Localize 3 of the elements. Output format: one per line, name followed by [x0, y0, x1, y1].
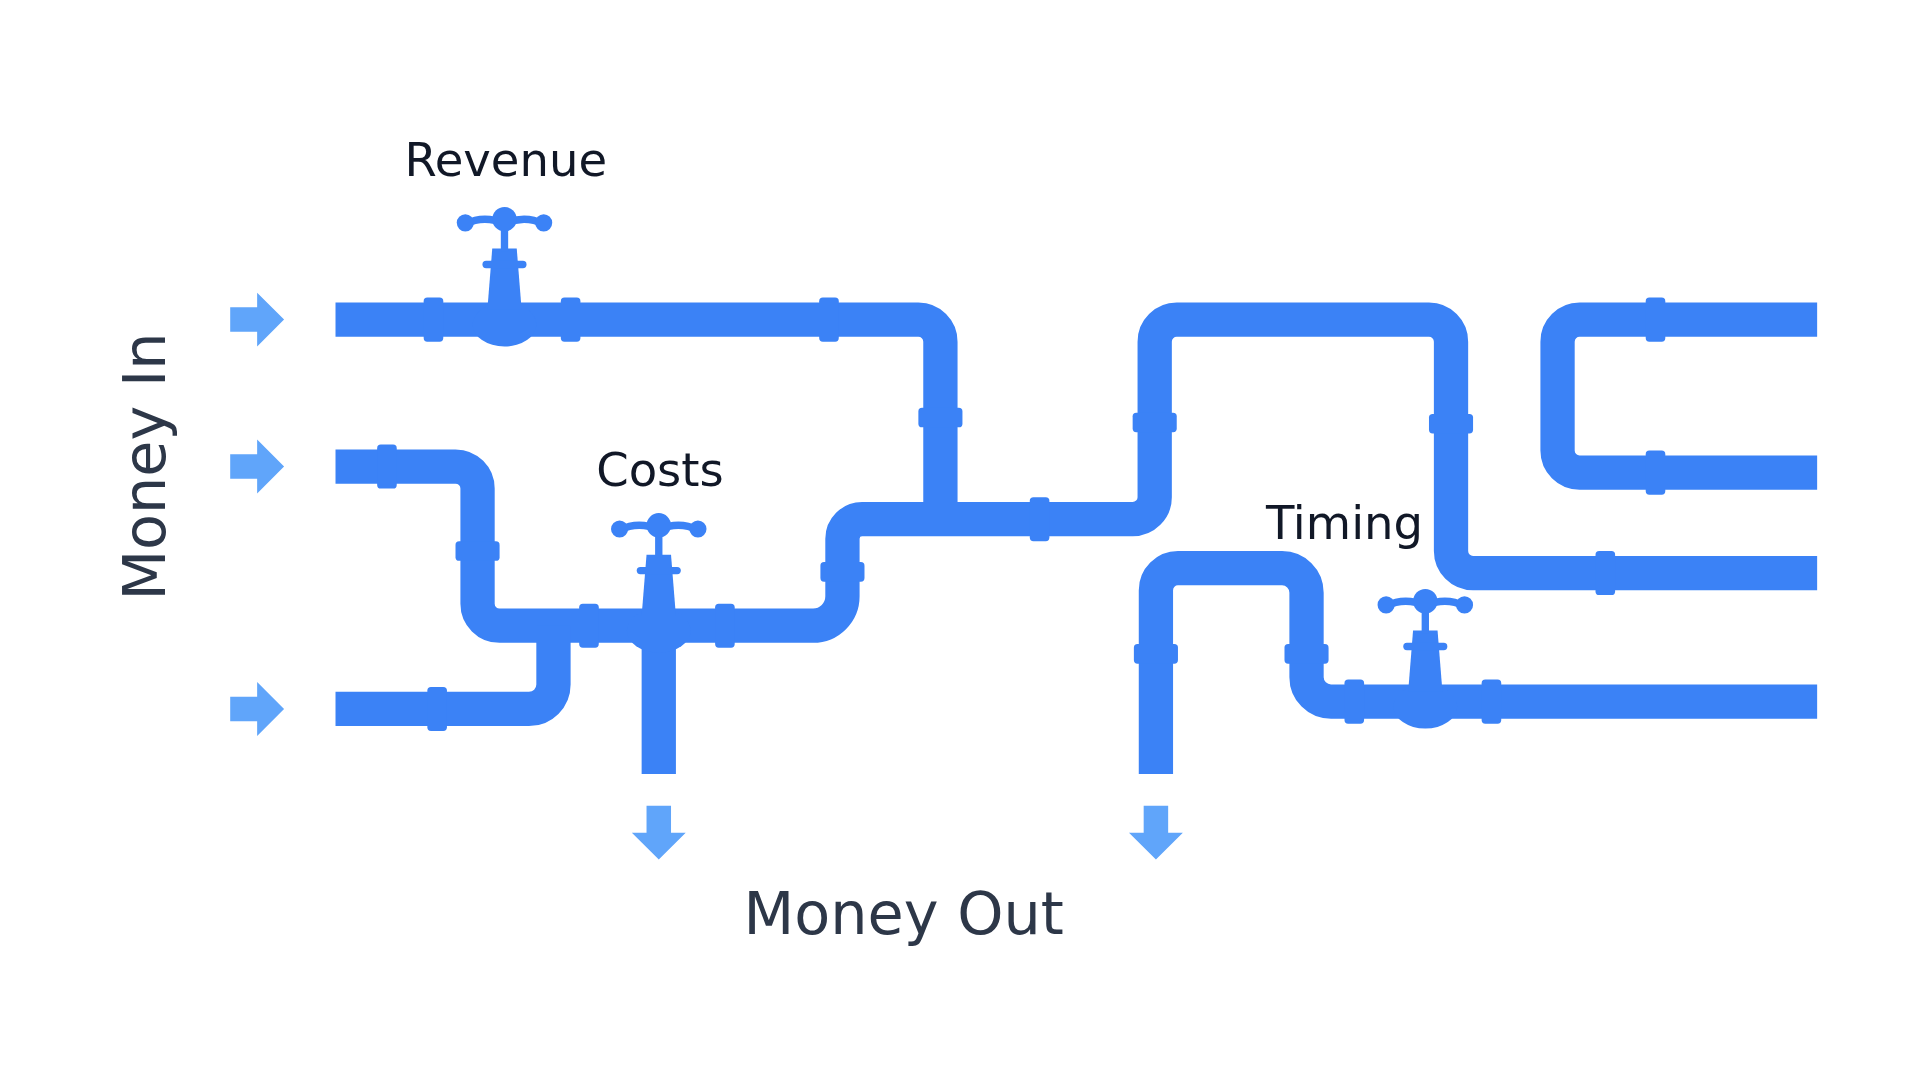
valve-label: Costs	[596, 446, 724, 494]
valve-label: Revenue	[404, 137, 608, 184]
valve-label: Timing	[1265, 499, 1424, 547]
